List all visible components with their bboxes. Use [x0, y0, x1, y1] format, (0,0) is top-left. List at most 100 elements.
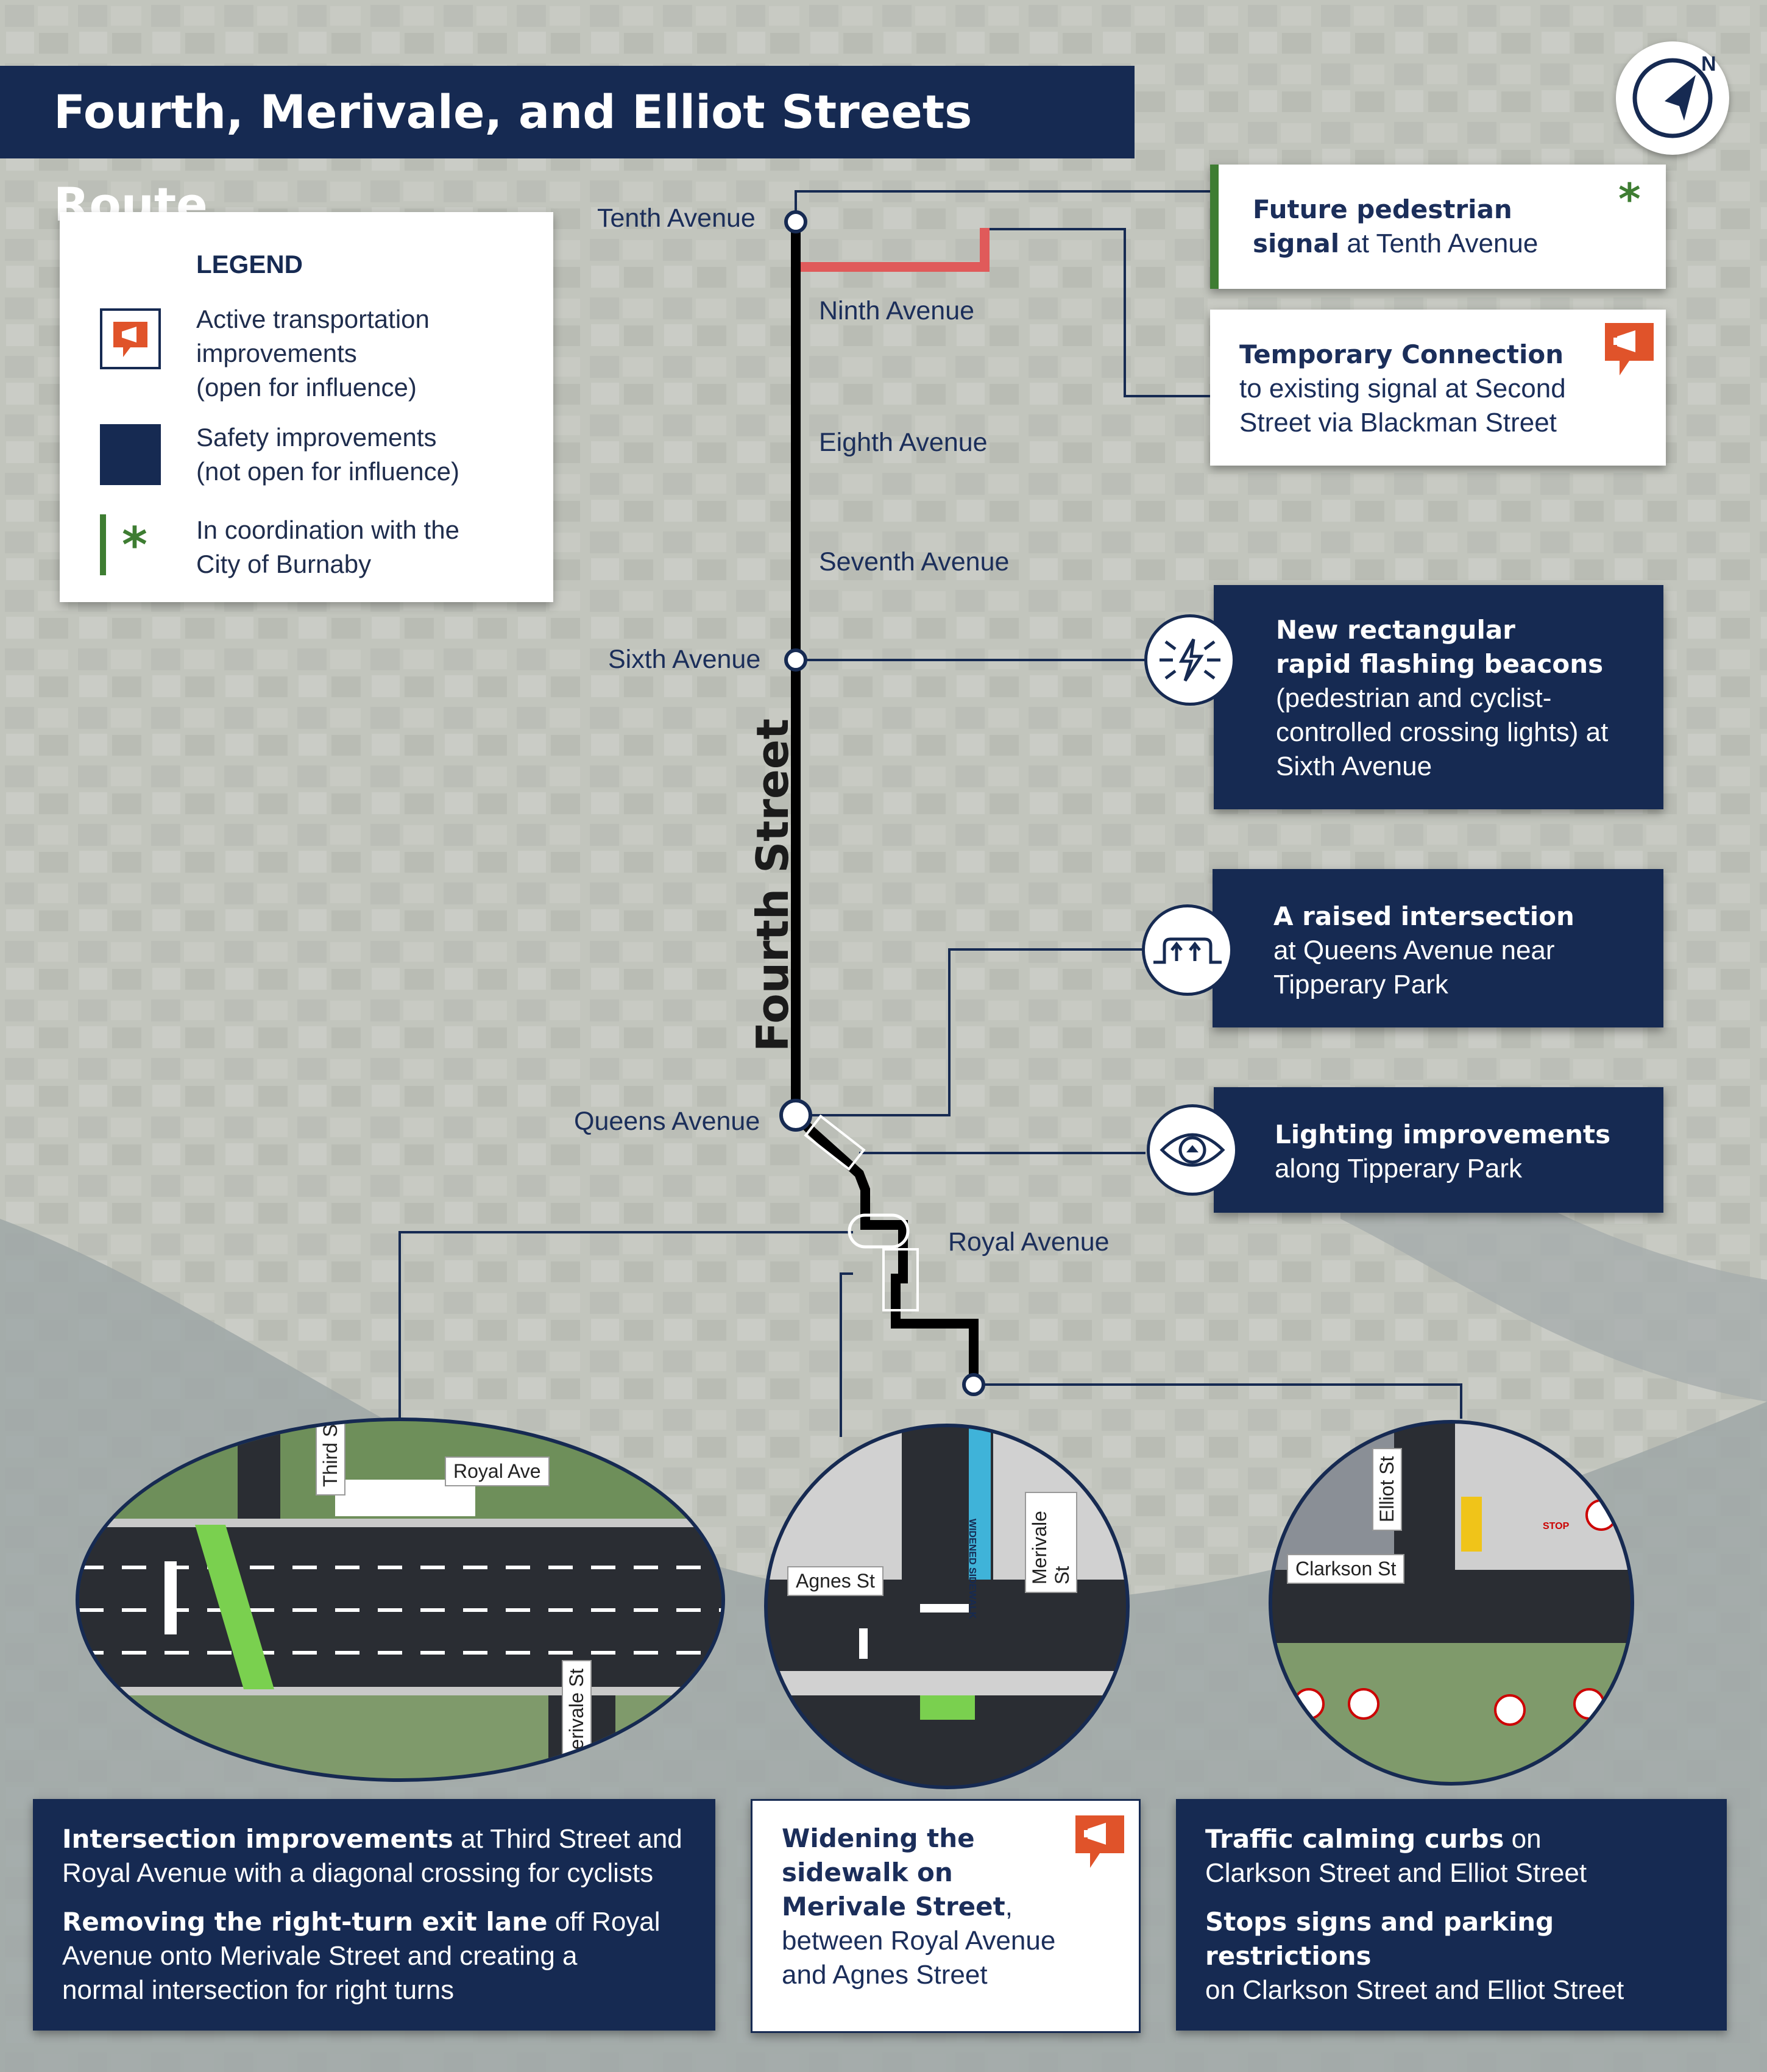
street-label-fourth: Fourth Street — [747, 718, 798, 1052]
callout-pedestrian-signal: Future pedestrian signal at Tenth Avenue… — [1210, 165, 1666, 289]
oval-merivale-sidewalk: Agnes St Merivale St WIDENED SIDEWALK — [764, 1424, 1130, 1789]
info-bold: sidewalk on — [782, 1857, 953, 1887]
street-label-queens: Queens Avenue — [574, 1107, 760, 1136]
eye-icon — [1147, 1104, 1238, 1196]
callout-temporary-connection: Temporary Connection to existing signal … — [1210, 310, 1666, 466]
callout-raised-intersection: A raised intersection at Queens Avenue n… — [1213, 869, 1663, 1027]
svg-text:*: * — [122, 517, 147, 573]
street-label-seventh: Seventh Avenue — [819, 547, 1010, 577]
legend: LEGEND Active transportation improvement… — [60, 212, 553, 602]
stop-sign-label: STOP — [1543, 1521, 1570, 1531]
north-compass-icon: N — [1616, 41, 1729, 155]
street-label-sixth: Sixth Avenue — [608, 645, 761, 674]
info-rest: , — [1005, 1892, 1013, 1921]
label-merivale-st: Merivale St — [1025, 1492, 1077, 1593]
legend-text-line: (open for influence) — [196, 373, 417, 402]
callout-line: Sixth Avenue — [1276, 751, 1432, 781]
info-text: Widening the sidewalk on Merivale Street… — [782, 1822, 1055, 1992]
flashing-beacon-icon — [1144, 614, 1236, 706]
label-elliot-st: Elliot St — [1372, 1447, 1402, 1531]
info-text: Intersection improvements at Third Stree… — [62, 1822, 682, 2007]
callout-line: controlled crossing lights) at — [1276, 717, 1609, 747]
legend-item-burnaby: In coordination with the City of Burnaby — [196, 513, 459, 581]
info-bold: Widening the — [782, 1823, 975, 1853]
info-box-intersection: Intersection improvements at Third Stree… — [33, 1799, 715, 2031]
callout-rest: at Tenth Avenue — [1339, 229, 1539, 258]
callout-bold: New rectangular — [1276, 615, 1515, 645]
callout-text: Lighting improvements along Tipperary Pa… — [1275, 1118, 1610, 1186]
callout-line: (pedestrian and cyclist- — [1276, 683, 1552, 713]
street-label-eighth: Eighth Avenue — [819, 428, 988, 457]
info-line: normal intersection for right turns — [62, 1975, 455, 2005]
label-widened-sidewalk: WIDENED SIDEWALK — [967, 1519, 977, 1619]
info-rest: off Royal — [547, 1907, 660, 1937]
compass-north-label: N — [1701, 52, 1716, 76]
info-bold: Stops signs and parking restrictions — [1205, 1907, 1554, 1971]
info-line: Clarkson Street and Elliot Street — [1205, 1858, 1587, 1888]
legend-text-line: In coordination with the — [196, 516, 459, 544]
intersection-diagram-third-royal — [79, 1421, 721, 1778]
megaphone-icon — [1075, 1815, 1124, 1868]
legend-text-line: (not open for influence) — [196, 457, 459, 486]
callout-bold: signal — [1253, 229, 1340, 258]
info-bold: Merivale Street — [782, 1892, 1005, 1921]
compass-graphic: N — [1632, 52, 1716, 138]
callout-line: along Tipperary Park — [1275, 1154, 1522, 1183]
intersection-diagram-clarkson-elliot — [1272, 1424, 1631, 1782]
info-box-traffic-calming: Traffic calming curbs on Clarkson Street… — [1176, 1799, 1727, 2031]
street-label-tenth: Tenth Avenue — [597, 204, 756, 233]
megaphone-icon — [1605, 323, 1654, 375]
legend-item-safety: Safety improvements (not open for influe… — [196, 420, 459, 489]
callout-lighting: Lighting improvements along Tipperary Pa… — [1214, 1087, 1663, 1213]
street-label-royal: Royal Avenue — [948, 1227, 1110, 1257]
callout-text: A raised intersection at Queens Avenue n… — [1273, 899, 1574, 1002]
callout-bold: Lighting improvements — [1275, 1119, 1611, 1149]
green-accent-bar — [1210, 165, 1219, 289]
info-line: Royal Avenue with a diagonal crossing fo… — [62, 1858, 654, 1888]
info-line: and Agnes Street — [782, 1960, 988, 1990]
green-asterisk-icon: * — [1618, 174, 1641, 224]
info-bold: Intersection improvements — [62, 1824, 453, 1854]
info-line: Avenue onto Merivale Street and creating… — [62, 1941, 578, 1971]
info-box-sidewalk: Widening the sidewalk on Merivale Street… — [751, 1799, 1141, 2033]
info-text: Traffic calming curbs on Clarkson Street… — [1205, 1822, 1727, 2007]
legend-item-active-transportation: Active transportation improvements (open… — [196, 302, 430, 405]
callout-bold: Temporary Connection — [1239, 339, 1564, 369]
page-title: Fourth, Merivale, and Elliot Streets Rou… — [0, 66, 1135, 232]
info-bold: Traffic calming curbs — [1205, 1824, 1504, 1854]
callout-bold: rapid flashing beacons — [1276, 649, 1604, 679]
label-clarkson-st: Clarkson St — [1287, 1554, 1405, 1584]
callout-text: New rectangular rapid flashing beacons (… — [1276, 613, 1608, 784]
callout-line: Tipperary Park — [1273, 970, 1448, 999]
label-agnes-st: Agnes St — [787, 1566, 884, 1596]
label-third-st: Third St — [316, 1421, 345, 1495]
raised-intersection-icon — [1142, 904, 1233, 996]
callout-flashing-beacons: New rectangular rapid flashing beacons (… — [1214, 585, 1663, 809]
navy-square-icon — [100, 424, 161, 485]
legend-title: LEGEND — [196, 250, 303, 279]
legend-text-line: Safety improvements — [196, 423, 437, 452]
callout-line: Street via Blackman Street — [1239, 408, 1557, 438]
callout-line: at Queens Avenue near — [1273, 935, 1555, 965]
oval-third-royal: Royal Ave Third St Merivale St — [76, 1417, 725, 1782]
legend-text-line: City of Burnaby — [196, 550, 372, 578]
megaphone-icon — [100, 308, 161, 369]
info-rest: at Third Street and — [453, 1824, 682, 1854]
green-asterisk-icon: * — [100, 514, 161, 575]
info-line: between Royal Avenue — [782, 1926, 1056, 1956]
callout-bold: A raised intersection — [1273, 901, 1574, 931]
intersection-diagram-merivale — [768, 1427, 1126, 1786]
info-rest: on — [1504, 1824, 1542, 1854]
callout-bold: Future pedestrian — [1253, 194, 1512, 224]
callout-line: to existing signal at Second — [1239, 374, 1566, 403]
label-royal-ave: Royal Ave — [445, 1456, 550, 1486]
legend-text-line: improvements — [196, 339, 357, 367]
label-merivale-st: Merivale St — [562, 1659, 592, 1775]
callout-text: Temporary Connection to existing signal … — [1239, 338, 1566, 440]
oval-clarkson-elliot: Clarkson St Elliot St STOP — [1269, 1420, 1634, 1786]
street-label-ninth: Ninth Avenue — [819, 296, 975, 325]
callout-text: Future pedestrian signal at Tenth Avenue — [1253, 193, 1538, 261]
info-line: on Clarkson Street and Elliot Street — [1205, 1975, 1624, 2005]
legend-text-line: Active transportation — [196, 305, 430, 333]
info-bold: Removing the right-turn exit lane — [62, 1907, 548, 1937]
